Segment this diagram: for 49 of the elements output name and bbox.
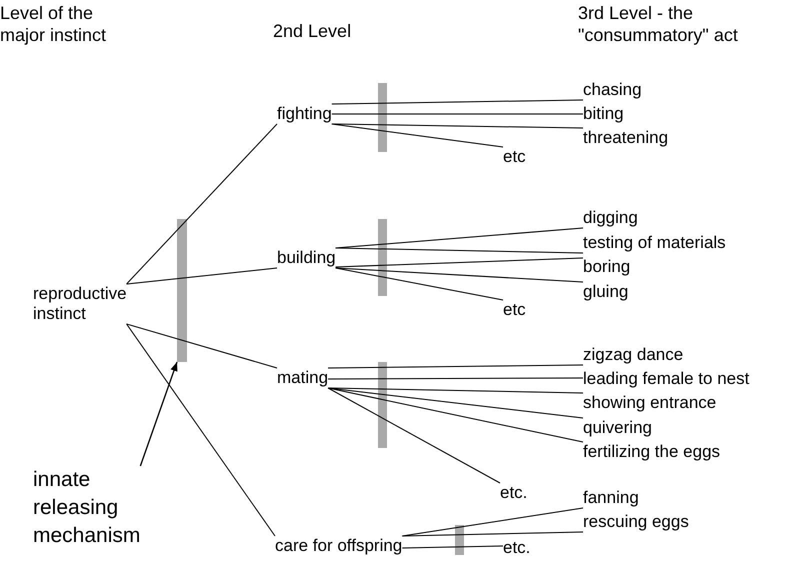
behavior-label: gluing (583, 282, 628, 302)
behavior-label: zigzag dance (583, 345, 684, 365)
behavior-label: chasing (583, 80, 642, 100)
connector-line (402, 532, 584, 536)
connector-line (402, 546, 504, 548)
behavior-label: digging (583, 208, 638, 228)
behavior-label: quivering (583, 418, 652, 438)
connector-line (126, 268, 278, 284)
connector-line (328, 364, 584, 368)
behavior-label: fanning (583, 488, 639, 508)
connector-line (126, 124, 278, 284)
connector-line (331, 100, 584, 104)
connector-line (126, 324, 276, 536)
connector-line (328, 388, 500, 484)
connector-line (335, 258, 584, 268)
connector-line (331, 124, 584, 128)
behavior-label: leading female to nest (583, 369, 750, 389)
connector-line (328, 388, 584, 442)
behavior-label: care for offspring (275, 536, 402, 556)
behavior-label: fighting (277, 104, 332, 124)
behavior-label: rescuing eggs (583, 512, 689, 532)
behavior-label: innate releasing mechanism (33, 466, 140, 550)
connector-line (335, 248, 584, 254)
behavior-label: reproductive instinct (33, 284, 127, 324)
connector-line (126, 324, 278, 368)
column-heading: 3rd Level - the "consummatory" act (578, 2, 739, 46)
connector-line (328, 378, 584, 380)
behavior-label: etc (503, 147, 526, 167)
behavior-label: biting (583, 104, 624, 124)
behavior-label: showing entrance (583, 393, 716, 413)
behavior-label: etc (503, 300, 526, 320)
column-heading: Level of the major instinct (0, 2, 108, 46)
behavior-label: etc. (500, 483, 528, 503)
behavior-label: boring (583, 257, 630, 277)
threshold-bar (177, 219, 187, 362)
connector-line (335, 268, 584, 282)
behavior-label: etc. (503, 538, 530, 558)
behavior-label: threatening (583, 128, 668, 148)
connector-line (335, 268, 504, 300)
connector-line (331, 124, 504, 148)
arrow (140, 362, 178, 466)
behavior-label: testing of materials (583, 233, 726, 253)
behavior-label: building (277, 248, 336, 268)
behavior-label: mating (277, 368, 328, 388)
connector-line (328, 388, 584, 394)
behavior-label: fertilizing the eggs (583, 442, 720, 462)
column-heading: 2nd Level (273, 20, 352, 42)
connector-line (328, 388, 584, 418)
connector-line (402, 508, 584, 536)
